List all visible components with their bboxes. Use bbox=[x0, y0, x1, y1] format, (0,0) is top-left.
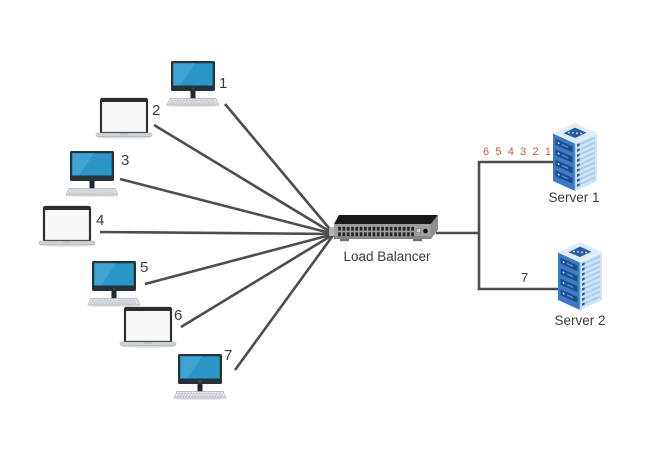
connection-client-6 bbox=[180, 232, 335, 329]
connection-client-5 bbox=[144, 232, 335, 286]
client-4-laptop-icon bbox=[37, 205, 97, 248]
server-1-label: Server 1 bbox=[548, 190, 600, 205]
connection-junction-to-servers bbox=[477, 160, 560, 291]
client-3-label: 3 bbox=[121, 152, 130, 169]
server-2-label: Server 2 bbox=[554, 313, 606, 328]
client-2-label: 2 bbox=[152, 102, 161, 119]
client-5-desktop-icon bbox=[87, 260, 141, 308]
client-4-label: 4 bbox=[96, 212, 105, 229]
client-7-desktop-icon bbox=[173, 353, 227, 401]
connection-lines bbox=[99, 103, 560, 371]
client-6-laptop-icon bbox=[118, 306, 178, 349]
client-3-desktop-icon bbox=[65, 150, 119, 198]
client-7-label: 7 bbox=[224, 347, 233, 364]
client-1-desktop-icon bbox=[166, 60, 220, 108]
connection-client-3 bbox=[119, 177, 335, 236]
connection-client-7 bbox=[233, 233, 336, 371]
client-1-label: 1 bbox=[219, 75, 228, 92]
connection-client-2 bbox=[153, 123, 335, 236]
server-2-queue-number: 7 bbox=[521, 270, 529, 285]
load-balancer-appliance-icon bbox=[328, 214, 439, 242]
server-1-tower-icon bbox=[552, 122, 598, 192]
load-balancer-label: Load Balancer bbox=[343, 249, 431, 264]
client-2-laptop-icon bbox=[94, 97, 154, 140]
client-6-label: 6 bbox=[174, 307, 183, 324]
connection-client-1 bbox=[224, 103, 335, 235]
client-5-label: 5 bbox=[140, 259, 149, 276]
server-2-tower-icon bbox=[557, 241, 603, 311]
server-1-queue-numbers: 6 5 4 3 2 1 bbox=[483, 146, 553, 158]
connection-client-4 bbox=[99, 230, 335, 236]
